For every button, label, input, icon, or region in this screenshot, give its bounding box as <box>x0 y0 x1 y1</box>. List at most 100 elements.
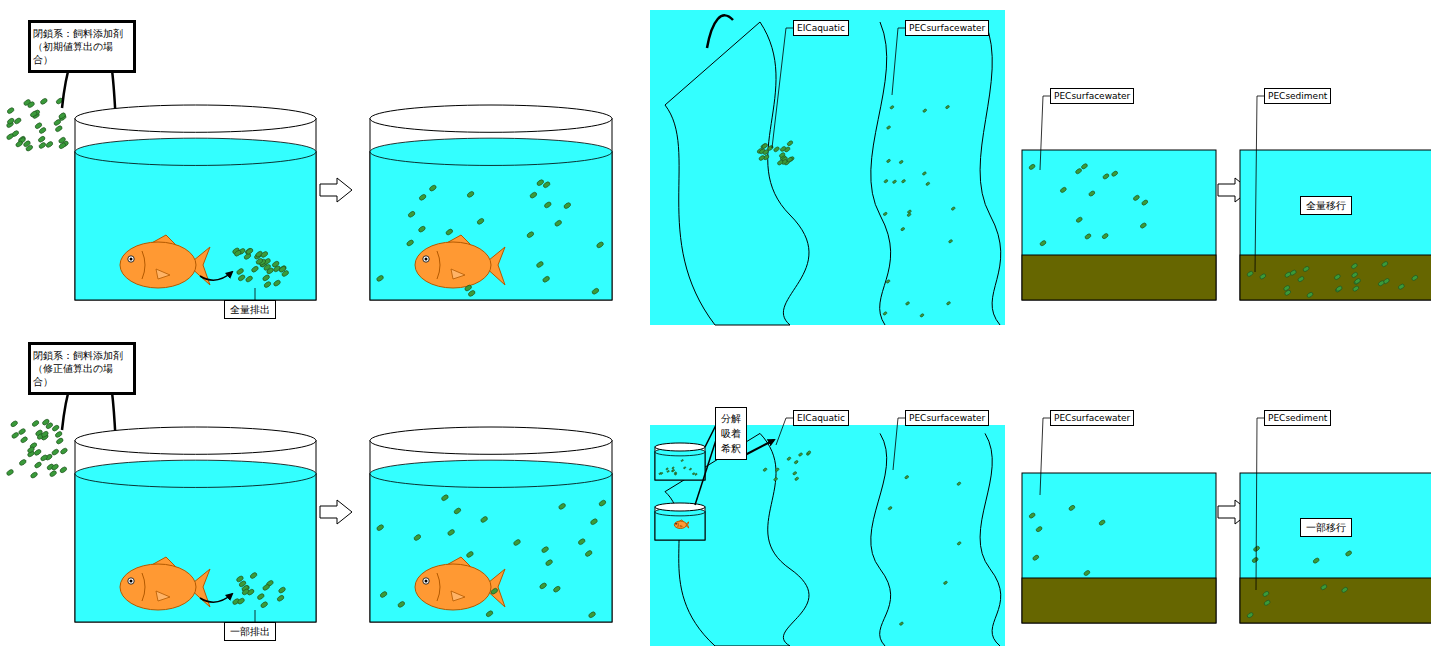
pellet <box>1140 222 1148 229</box>
pellet <box>27 446 35 454</box>
pellet <box>466 190 474 198</box>
pellet <box>1060 186 1068 193</box>
pellet <box>281 270 289 278</box>
pellet <box>34 461 42 469</box>
pellet <box>1351 263 1359 270</box>
pellet <box>263 281 271 289</box>
water-column <box>1022 150 1216 300</box>
pellet <box>761 143 768 149</box>
pellet <box>590 518 598 526</box>
pellet <box>563 202 571 210</box>
fish-pectoral <box>156 591 170 601</box>
node-text: EICaquatic <box>797 22 845 34</box>
tank-body <box>655 507 705 540</box>
pellet <box>19 459 27 467</box>
node-text: 閉鎖系：飼料添加剤 （初期値算出の場合） <box>33 27 131 66</box>
node-text: 全量移行 <box>1306 199 1346 212</box>
tank-rim <box>655 443 705 451</box>
note-box: 一部移行 <box>1300 518 1352 537</box>
callout-label: EICaquatic <box>793 20 849 36</box>
pellet <box>249 572 257 580</box>
fish-eye <box>423 256 429 262</box>
pellet <box>1246 612 1254 619</box>
tank-water <box>370 474 612 622</box>
pellet <box>762 149 769 155</box>
pellet <box>54 431 62 439</box>
pellet <box>529 191 537 199</box>
tank-rim <box>370 427 612 454</box>
pellet <box>1341 586 1349 593</box>
pellet <box>777 159 784 165</box>
pellet <box>278 586 286 594</box>
tank-rim <box>75 105 316 132</box>
pellet <box>681 459 684 462</box>
excretion-arrow <box>200 272 232 280</box>
callout-label: PECsediment <box>1264 410 1331 426</box>
pellet <box>58 112 66 120</box>
pellet <box>596 241 604 249</box>
source-line <box>695 440 716 505</box>
node-text: EICaquatic <box>797 412 845 424</box>
pellet <box>445 228 453 236</box>
pellet <box>466 551 474 559</box>
pellet <box>1320 584 1328 591</box>
fish-eye <box>128 578 134 584</box>
node-text: 分解 吸着 希釈 <box>717 411 745 456</box>
pellet <box>58 142 66 150</box>
fish-gill <box>677 523 678 527</box>
pellet <box>526 231 534 239</box>
leader-line <box>1040 418 1050 495</box>
water-column <box>1022 473 1216 623</box>
pellet <box>588 611 596 619</box>
fish-pectoral <box>451 269 465 279</box>
pellet <box>1351 271 1359 278</box>
pellet <box>1133 194 1141 201</box>
pellet <box>899 160 904 164</box>
water-surface <box>75 138 316 165</box>
pellet <box>51 463 59 471</box>
pellet <box>480 516 488 524</box>
pellet <box>1289 269 1297 276</box>
pellet <box>60 447 68 455</box>
fish-gill <box>437 573 440 601</box>
pellet <box>899 621 904 625</box>
pellet <box>31 420 39 428</box>
leader-line <box>892 28 905 95</box>
pellet <box>884 179 889 183</box>
pellet <box>1028 163 1036 170</box>
river-bank <box>980 433 1001 646</box>
pellet <box>542 275 550 283</box>
fish-gill <box>437 251 440 279</box>
pellet <box>413 534 421 542</box>
node-text: PECsurfacewater <box>1054 412 1130 424</box>
pellet <box>946 301 951 305</box>
pellet <box>376 274 384 282</box>
pellet <box>7 117 15 125</box>
pellet <box>798 452 803 456</box>
fish-body <box>415 242 491 288</box>
pellet <box>1088 190 1096 197</box>
pellet <box>945 105 950 109</box>
river-bank <box>665 105 715 325</box>
pellet <box>485 610 493 618</box>
note-box: 一部排出 <box>224 622 276 641</box>
pellet <box>30 471 38 479</box>
pellet <box>671 470 674 473</box>
pellet <box>6 133 14 141</box>
pellet <box>1335 285 1343 292</box>
tank-water <box>370 152 612 300</box>
leader-line <box>1040 96 1050 170</box>
fish-eye <box>128 256 134 262</box>
tank-body <box>370 119 612 300</box>
pellet <box>59 466 67 474</box>
river-panel <box>650 10 1005 325</box>
pellet <box>1101 233 1109 240</box>
pellet <box>554 219 562 227</box>
title-box: 閉鎖系：飼料添加剤 （初期値算出の場合） <box>28 20 136 73</box>
river-bank <box>871 22 891 325</box>
pellet <box>45 141 53 149</box>
pellet <box>786 140 793 146</box>
fish-body <box>415 564 491 610</box>
pellet <box>1334 274 1342 281</box>
